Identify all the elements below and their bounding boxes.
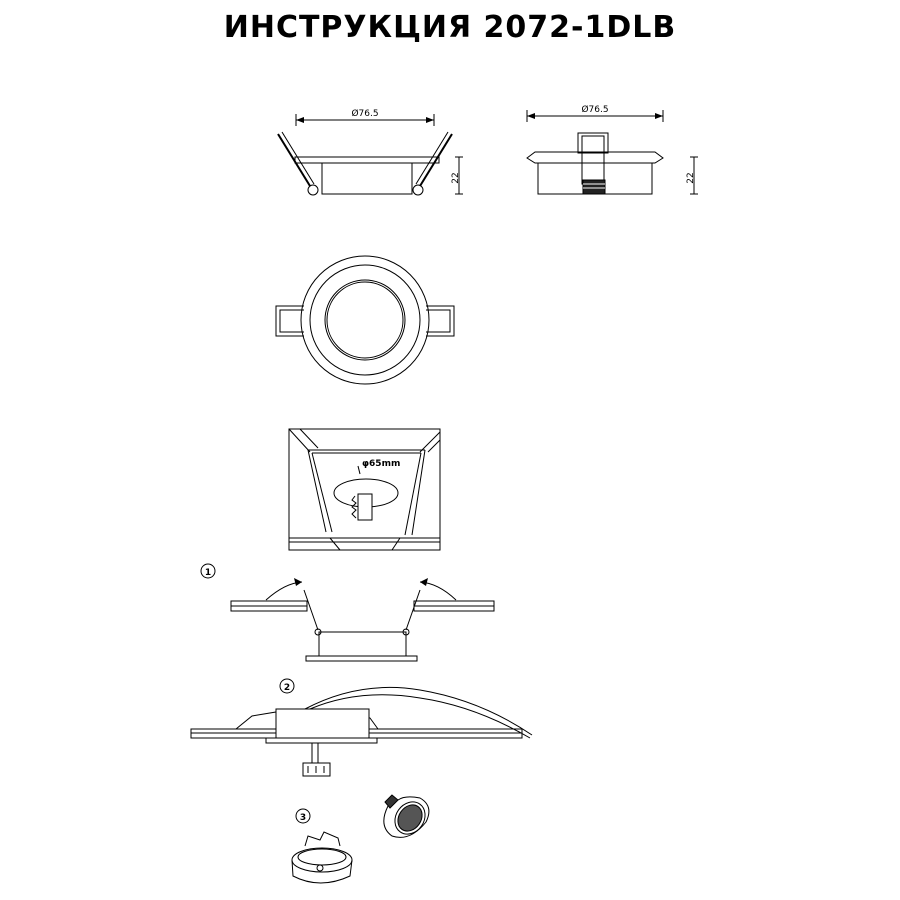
step-3-number: 3 bbox=[300, 813, 306, 823]
step-1-number: 1 bbox=[205, 568, 211, 578]
step-3: 3 bbox=[291, 794, 430, 884]
section-view-height: 22 bbox=[686, 172, 696, 183]
section-view-diameter: Ø76.5 bbox=[581, 104, 608, 115]
step-2-number: 2 bbox=[284, 683, 290, 693]
side-view-height: 22 bbox=[451, 172, 461, 183]
front-view bbox=[275, 255, 455, 385]
side-view: Ø76.5 22 bbox=[277, 108, 463, 196]
side-view-diameter: Ø76.5 bbox=[351, 108, 378, 119]
document-title: ИНСТРУКЦИЯ 2072-1DLB bbox=[223, 10, 677, 45]
ceiling-cutout: φ65mm bbox=[288, 428, 441, 551]
step-2: 2 bbox=[190, 678, 533, 777]
section-view: Ø76.5 22 bbox=[526, 104, 698, 195]
cutout-diameter: φ65mm bbox=[362, 459, 400, 469]
step-1: 1 bbox=[200, 563, 495, 662]
